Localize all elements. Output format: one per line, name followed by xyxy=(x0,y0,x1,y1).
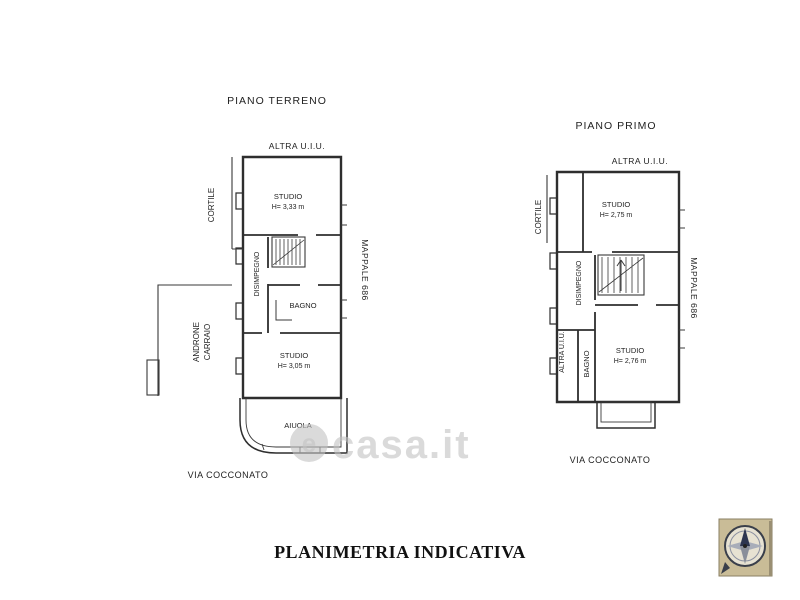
ff-left-pilasters xyxy=(549,197,558,375)
gf-cortile-label: CORTILE xyxy=(207,188,216,223)
ff-window-ticks xyxy=(679,209,685,349)
ff-appendix-inner xyxy=(600,401,652,423)
gf-pillar xyxy=(146,359,160,396)
gf-disimpegno-label: DISIMPEGNO xyxy=(254,251,261,296)
ground-floor-plan: PIANO TERRENO ALTRA U.I.U. CORTILE STUDI… xyxy=(146,95,370,480)
ff-cortile-label: CORTILE xyxy=(534,200,543,235)
ff-stair-outline xyxy=(597,254,645,296)
first-floor-plan: PIANO PRIMO ALTRA U.I.U. CORTILE STUDIO … xyxy=(534,120,699,465)
gf-studio-top-label: STUDIO xyxy=(274,192,303,201)
gf-left-pilasters xyxy=(235,192,244,375)
gf-street-label: VIA COCCONATO xyxy=(188,470,269,480)
casa-it-watermark: e casa.it xyxy=(290,423,471,467)
watermark-circle-icon xyxy=(290,424,328,462)
ff-stair-treads xyxy=(598,257,644,293)
ff-altra-uiu-left-label: ALTRA U.I.U. xyxy=(559,331,566,373)
gf-studio-bottom-label: STUDIO xyxy=(280,351,309,360)
compass-north-needle xyxy=(740,528,750,546)
ff-studio-top-label: STUDIO xyxy=(602,200,631,209)
gf-aiuola-outer xyxy=(239,398,348,454)
gf-stair-outline xyxy=(271,236,306,268)
ff-studio-bottom-label: STUDIO xyxy=(616,346,645,355)
ff-stair-arrow xyxy=(616,259,626,291)
gf-androne-boundary xyxy=(157,284,232,396)
gf-title: PIANO TERRENO xyxy=(227,95,327,107)
gf-aiuola-inner xyxy=(245,398,342,448)
ff-mappale-label: MAPPALE 686 xyxy=(689,257,699,319)
gf-window-ticks xyxy=(341,204,347,319)
ff-disimpegno-label: DISIMPEGNO xyxy=(576,260,583,305)
ff-studio-bottom-height: H= 2,76 m xyxy=(614,358,647,365)
gf-studio-top-height: H= 3,33 m xyxy=(272,204,305,211)
gf-aiuola-label: AIUOLA xyxy=(284,421,312,430)
ff-street-label: VIA COCCONATO xyxy=(570,455,651,465)
gf-androne-label-2: CARRAIO xyxy=(203,324,212,360)
gf-bagno-label: BAGNO xyxy=(289,301,316,310)
page-caption: PLANIMETRIA INDICATIVA xyxy=(274,542,526,562)
compass-arrow xyxy=(721,562,730,574)
compass-rose-icon xyxy=(718,518,773,577)
gf-stair-treads xyxy=(272,239,305,266)
compass-shadow xyxy=(769,521,772,576)
gf-cortile-line xyxy=(231,157,243,250)
compass-south-needle xyxy=(740,546,750,564)
watermark-e: e xyxy=(302,428,316,458)
ff-title: PIANO PRIMO xyxy=(575,120,656,132)
gf-studio-bottom-height: H= 3,05 m xyxy=(278,363,311,370)
ff-appendix-outer xyxy=(596,401,656,429)
ff-bagno-label: BAGNO xyxy=(582,350,591,377)
gf-androne-label-1: ANDRONE xyxy=(192,322,201,362)
gf-bagno-fixture xyxy=(275,300,292,321)
ff-studio-top-height: H= 2,75 m xyxy=(600,212,633,219)
gf-altra-uiu-label: ALTRA U.I.U. xyxy=(269,141,325,151)
gf-mappale-label: MAPPALE 686 xyxy=(360,239,370,301)
ff-altra-uiu-top-label: ALTRA U.I.U. xyxy=(612,156,668,166)
ff-outer-wall xyxy=(555,170,681,404)
watermark-text: casa.it xyxy=(332,423,471,467)
compass-center xyxy=(743,544,747,548)
